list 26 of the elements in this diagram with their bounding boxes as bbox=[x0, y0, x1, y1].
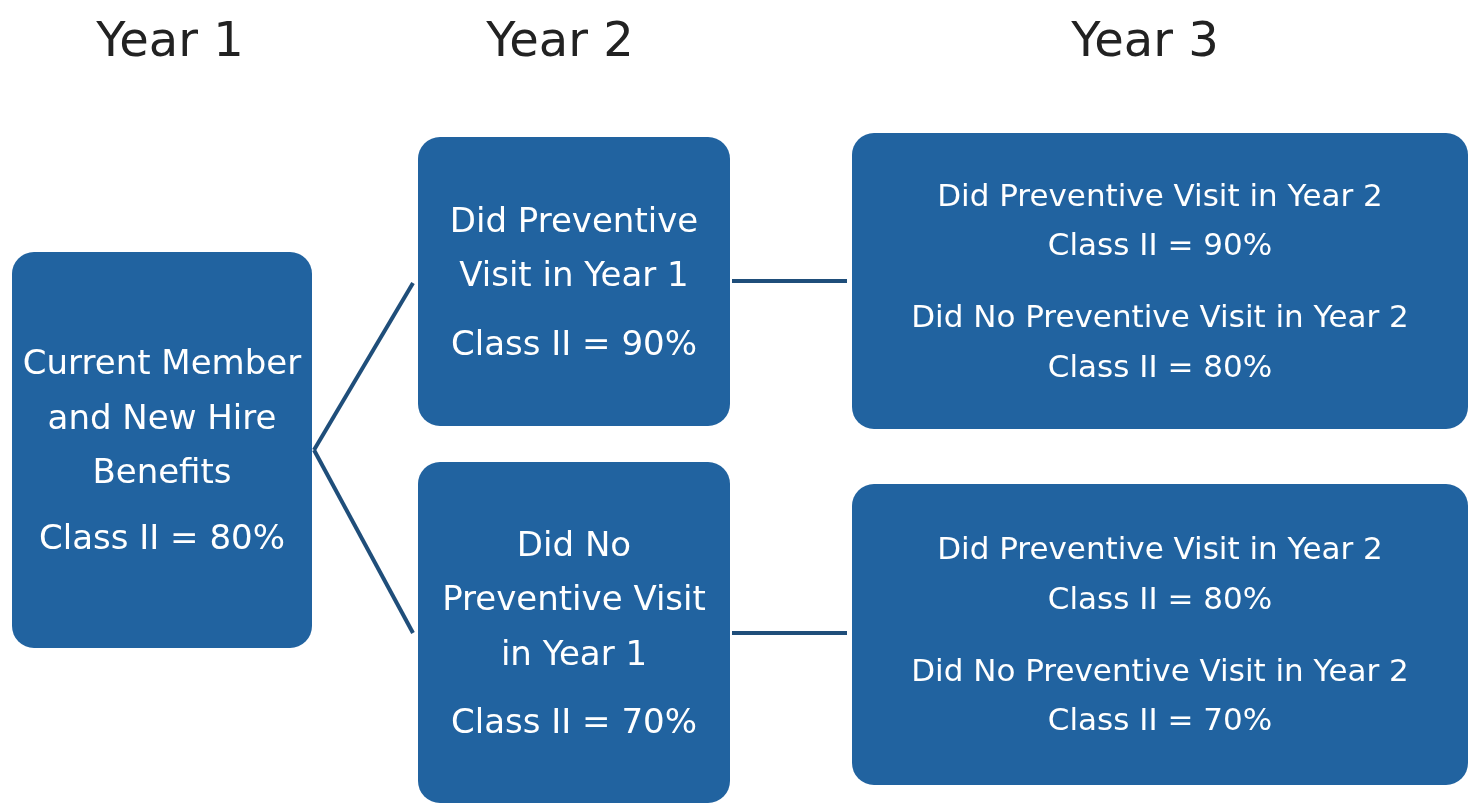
class-rate-text: Class II = 70% bbox=[451, 699, 697, 743]
connector-line bbox=[312, 282, 415, 451]
class-rate-text: Class II = 90% bbox=[451, 321, 697, 365]
process-box bbox=[852, 484, 1468, 785]
node-heading: Current Member and New Hire Benefits bbox=[22, 341, 302, 493]
column-heading: Year 1 bbox=[95, 15, 245, 63]
node-heading: Did Preventive Visit in Year 2 bbox=[937, 175, 1383, 215]
connector-line bbox=[732, 279, 847, 283]
class-rate-text: Class II = 80% bbox=[39, 516, 285, 560]
class-rate-text: Class II = 70% bbox=[1047, 700, 1273, 740]
column-heading: Year 2 bbox=[485, 15, 635, 63]
process-box bbox=[12, 252, 312, 648]
connector-line bbox=[732, 631, 847, 635]
class-rate-text: Class II = 90% bbox=[1047, 225, 1273, 265]
column-heading: Year 3 bbox=[1070, 15, 1220, 63]
process-box bbox=[852, 133, 1468, 429]
node-heading: Did Preventive Visit in Year 2 bbox=[937, 529, 1383, 569]
node-heading: Did No Preventive Visit in Year 2 bbox=[911, 650, 1409, 690]
class-rate-text: Class II = 80% bbox=[1047, 578, 1273, 618]
node-heading: Did No Preventive Visit in Year 2 bbox=[911, 297, 1409, 336]
process-box bbox=[418, 462, 730, 803]
connector-line bbox=[312, 449, 415, 634]
node-heading: Did No Preventive Visit in Year 1 bbox=[441, 522, 707, 675]
process-box bbox=[418, 137, 730, 426]
class-rate-text: Class II = 80% bbox=[1047, 346, 1273, 386]
node-heading: Did Preventive Visit in Year 1 bbox=[448, 198, 700, 297]
